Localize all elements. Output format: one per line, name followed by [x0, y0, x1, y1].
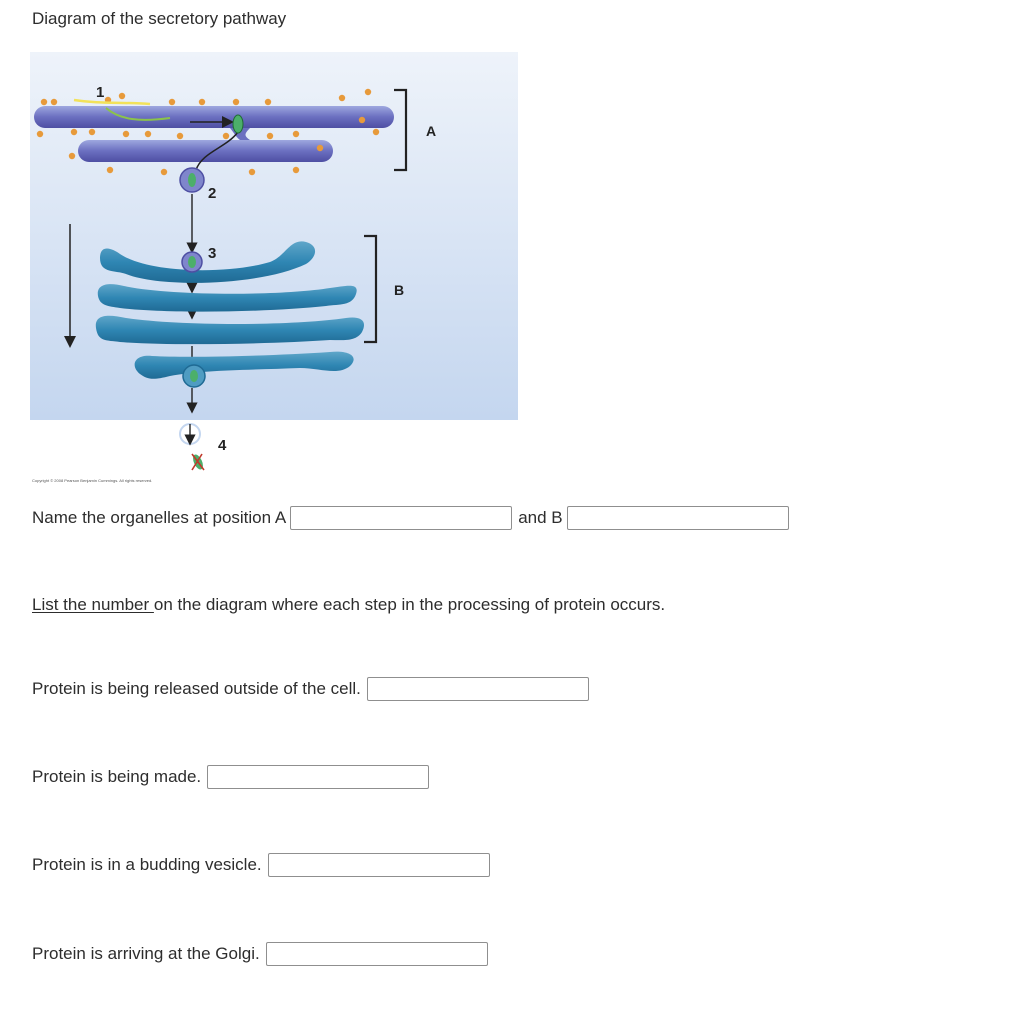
- copyright-text: Copyright © 2008 Pearson Benjamin Cummin…: [32, 478, 152, 483]
- step-3-label: 3: [208, 245, 216, 262]
- secretory-pathway-diagram: 1 2 3 4 A B Copyright © 2008 Pearson Ben…: [30, 52, 518, 483]
- position-a-label: A: [426, 123, 436, 139]
- step-row-budding: Protein is in a budding vesicle.: [32, 853, 490, 877]
- step-4-label: 4: [218, 437, 227, 454]
- protein-at-golgi: [181, 251, 203, 273]
- step-label-budding: Protein is in a budding vesicle.: [32, 855, 262, 874]
- step-row-released: Protein is being released outside of the…: [32, 677, 589, 701]
- organelle-question-label: Name the organelles at position A: [32, 508, 287, 527]
- budding-vesicle: [179, 167, 205, 193]
- ribosomes: [36, 88, 380, 176]
- instruction-text: List the number on the diagram where eac…: [32, 595, 665, 615]
- step-label-released: Protein is being released outside of the…: [32, 679, 361, 698]
- position-b-input[interactable]: [566, 506, 789, 530]
- mrna-strand: [73, 98, 151, 106]
- step-input-golgi[interactable]: [265, 942, 488, 966]
- secretory-vesicle: [182, 364, 206, 388]
- step-input-made[interactable]: [207, 765, 430, 789]
- and-b-label: and B: [518, 508, 563, 527]
- position-a-input[interactable]: [290, 506, 513, 530]
- position-b-label: B: [394, 282, 404, 298]
- question-title: Diagram of the secretory pathway: [32, 9, 287, 28]
- step-row-golgi: Protein is arriving at the Golgi.: [32, 942, 488, 966]
- step-row-made: Protein is being made.: [32, 765, 430, 789]
- protein-in-er: [232, 114, 244, 134]
- step-label-made: Protein is being made.: [32, 767, 202, 786]
- exocytosis: [179, 423, 205, 471]
- instruction-underlined: List the number: [32, 595, 154, 614]
- bracket-a: [394, 88, 408, 172]
- step-1-label: 1: [96, 84, 104, 101]
- step-input-budding[interactable]: [267, 853, 490, 877]
- step-2-label: 2: [208, 185, 216, 202]
- organelle-question-row: Name the organelles at position A and B: [32, 506, 789, 530]
- step-label-golgi: Protein is arriving at the Golgi.: [32, 944, 260, 963]
- bracket-b: [364, 234, 378, 344]
- step-input-released[interactable]: [366, 677, 589, 701]
- rough-er: [34, 106, 394, 162]
- instruction-rest: on the diagram where each step in the pr…: [153, 595, 666, 614]
